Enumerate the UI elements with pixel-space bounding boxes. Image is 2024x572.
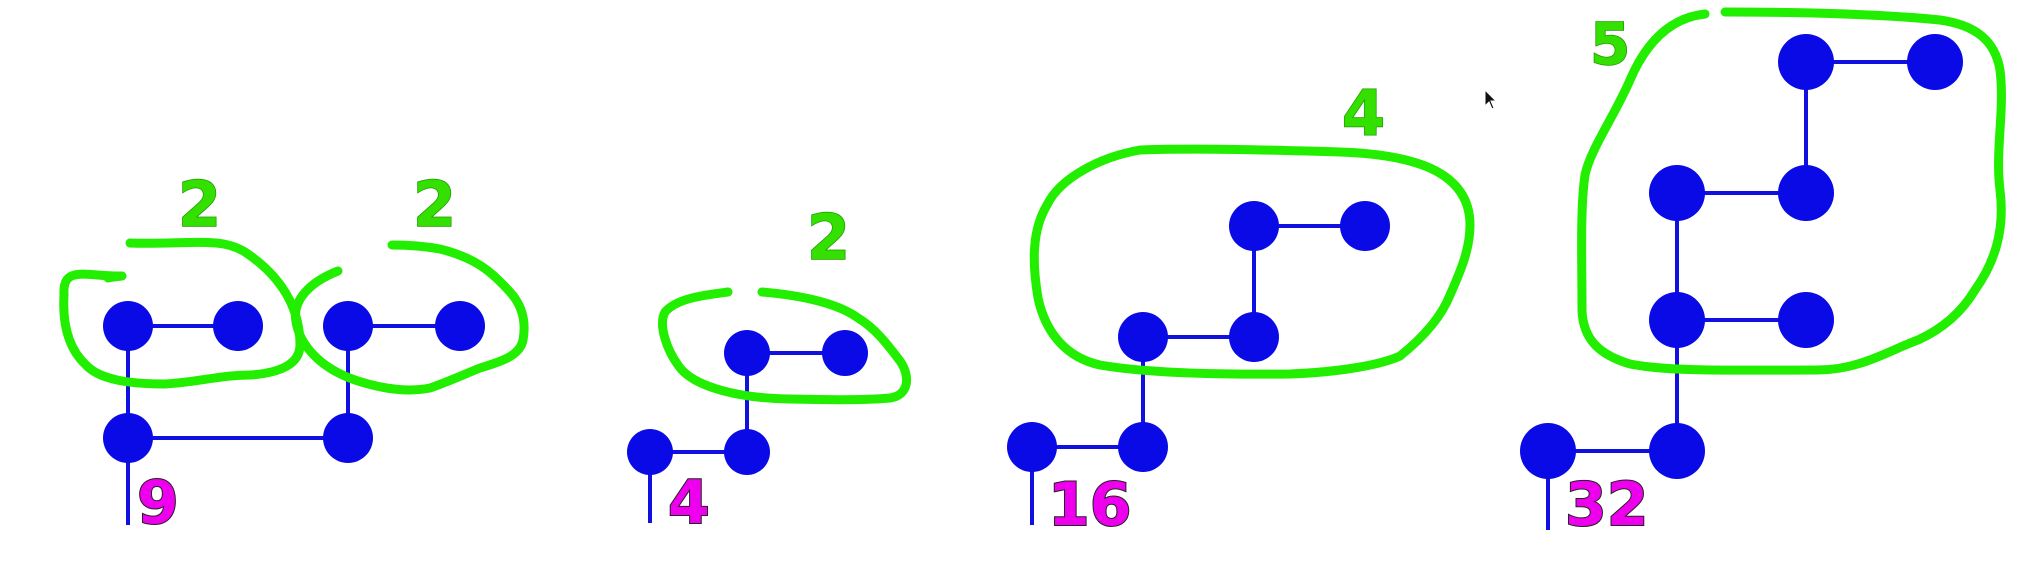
node xyxy=(1118,312,1168,362)
node xyxy=(1778,34,1834,90)
diagram-3: 4 16 xyxy=(1007,76,1475,541)
subtree-loop xyxy=(290,240,529,395)
node xyxy=(1778,292,1834,348)
node xyxy=(724,330,770,376)
subtree-size-label: 2 xyxy=(413,168,456,241)
node xyxy=(724,429,770,475)
node xyxy=(1520,423,1576,479)
node xyxy=(1778,165,1834,221)
count-label: 32 xyxy=(1565,470,1649,540)
node xyxy=(435,301,485,351)
node xyxy=(627,429,673,475)
subtree-size-label: 4 xyxy=(1342,77,1385,150)
node xyxy=(1649,165,1705,221)
node xyxy=(103,301,153,351)
subtree-loop xyxy=(1029,144,1475,379)
node xyxy=(213,301,263,351)
node xyxy=(103,413,153,463)
node xyxy=(323,301,373,351)
node xyxy=(1649,423,1705,479)
node xyxy=(1229,201,1279,251)
diagram-4: 5 32 xyxy=(1520,7,2006,541)
node xyxy=(1907,34,1963,90)
count-label: 16 xyxy=(1048,470,1132,540)
subtree-size-label: 2 xyxy=(178,168,221,241)
arrow-cursor-icon xyxy=(1484,88,1498,110)
subtree-size-label: 5 xyxy=(1590,10,1630,78)
diagram-1: 2 2 9 xyxy=(59,167,529,539)
diagram-2: 2 4 xyxy=(627,200,911,539)
node xyxy=(1229,312,1279,362)
subtree-loop xyxy=(59,237,305,389)
node xyxy=(323,413,373,463)
subtree-size-label: 2 xyxy=(807,201,850,274)
node xyxy=(1340,201,1390,251)
count-label: 9 xyxy=(137,468,179,538)
subtree-loop xyxy=(658,287,911,405)
node xyxy=(822,330,868,376)
count-label: 4 xyxy=(668,468,710,538)
node xyxy=(1007,422,1057,472)
node xyxy=(1649,292,1705,348)
subtree-loop xyxy=(1577,7,2006,375)
node xyxy=(1118,422,1168,472)
